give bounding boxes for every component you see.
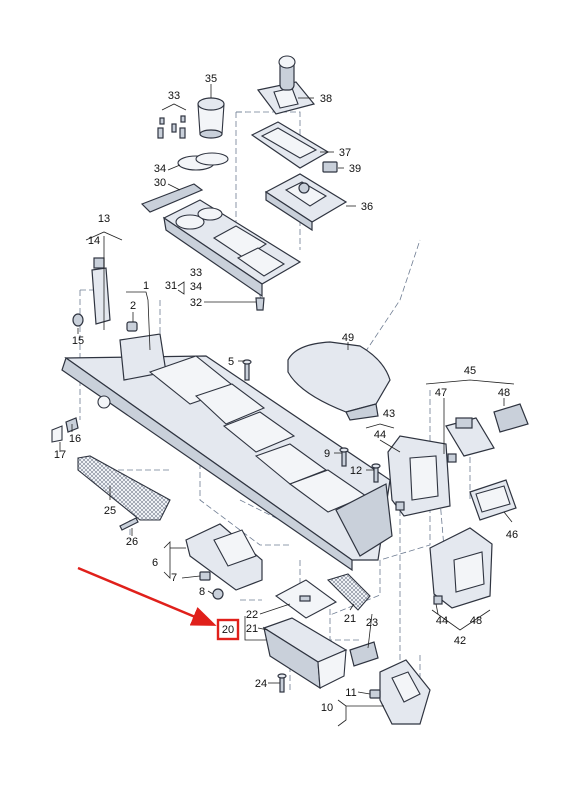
- cup-insert: [197, 97, 225, 139]
- callout-36: 36: [361, 201, 373, 213]
- callout-32: 32: [190, 297, 202, 309]
- shifter-cover: [264, 173, 348, 232]
- callout-46: 46: [506, 529, 518, 541]
- upper-console: [162, 199, 302, 298]
- callout-23: 23: [366, 617, 378, 629]
- callout-17: 17: [54, 449, 66, 461]
- callout-35: 35: [205, 73, 217, 85]
- cover-22: [274, 579, 338, 619]
- callout-49: 49: [342, 332, 354, 344]
- callout-30: 30: [154, 177, 166, 189]
- callout-25: 25: [104, 505, 116, 517]
- rear-panel-42: [429, 527, 493, 609]
- callout-9: 9: [324, 448, 330, 460]
- callout-2: 2: [130, 300, 136, 312]
- clips-33: [157, 115, 186, 139]
- bracket-6: [185, 523, 263, 591]
- callout-7: 7: [171, 572, 177, 584]
- callout-10: 10: [321, 702, 333, 714]
- part-7: [199, 571, 211, 581]
- callout-38: 38: [320, 93, 332, 105]
- callout-1: 1: [143, 280, 149, 292]
- callout-24: 24: [255, 678, 267, 690]
- bracket-10: [379, 659, 431, 725]
- callout-44: 44: [374, 429, 386, 441]
- mesh-pocket: [77, 455, 171, 521]
- nut-8: [212, 588, 224, 600]
- callout-31: 31: [165, 280, 177, 292]
- callout-5: 5: [228, 356, 234, 368]
- block-23: [349, 641, 379, 667]
- plug-17: [51, 425, 63, 443]
- callout-44b: 44: [436, 615, 448, 627]
- callout-16: 16: [69, 433, 81, 445]
- callout-33: 33: [168, 90, 180, 102]
- clip-32: [255, 297, 265, 311]
- callout-39: 39: [349, 163, 361, 175]
- callout-43: 43: [383, 408, 395, 420]
- callout-42: 42: [454, 635, 466, 647]
- side-bracket: [91, 257, 111, 325]
- callout-22: 22: [246, 609, 258, 621]
- clip-2: [126, 321, 138, 332]
- callout-6: 6: [152, 557, 158, 569]
- callout-34: 34: [154, 163, 166, 175]
- storage-tray-20: [262, 617, 348, 690]
- callout-47: 47: [435, 387, 447, 399]
- highlight-box-20: [216, 618, 240, 641]
- callout-20-highlighted: 20: [222, 624, 234, 636]
- clip-15: [72, 313, 84, 327]
- switch-39: [322, 161, 338, 173]
- callout-33b: 33: [190, 267, 202, 279]
- red-pointer-arrow: [77, 566, 217, 626]
- callout-48b: 48: [470, 615, 482, 627]
- clip-11: [369, 689, 381, 699]
- callout-11: 11: [345, 687, 356, 699]
- callout-34b: 34: [190, 281, 202, 293]
- shift-frame: [250, 121, 330, 169]
- screw-9: [339, 447, 349, 467]
- screw-26: [119, 517, 139, 531]
- callout-45: 45: [464, 365, 476, 377]
- callout-26: 26: [126, 536, 138, 548]
- callout-21b: 21: [246, 623, 258, 635]
- screw-5: [242, 359, 252, 381]
- vent-46: [469, 479, 517, 521]
- control-panel-47: [445, 417, 495, 463]
- screw-24: [277, 673, 287, 693]
- callout-14: 14: [88, 235, 100, 247]
- shift-boot: [256, 55, 316, 115]
- armrest-lid: [287, 341, 391, 421]
- callout-37: 37: [339, 147, 351, 159]
- trim-strip: [140, 183, 204, 213]
- main-console: [61, 333, 393, 572]
- screw-12: [371, 463, 381, 483]
- callout-8: 8: [199, 586, 205, 598]
- cup-rings: [177, 152, 229, 171]
- callout-48: 48: [498, 387, 510, 399]
- callout-13: 13: [98, 213, 110, 225]
- callout-15: 15: [72, 335, 84, 347]
- control-panel-48: [493, 403, 529, 433]
- rear-vent-panel: [387, 435, 451, 517]
- callout-21: 21: [344, 613, 356, 625]
- callout-12: 12: [350, 465, 362, 477]
- mesh-21: [326, 573, 371, 611]
- callout-labels: 35 33 38 37 39 34 30 36 13 14 33 31 34 1…: [54, 73, 518, 714]
- leader-lines: [59, 84, 515, 727]
